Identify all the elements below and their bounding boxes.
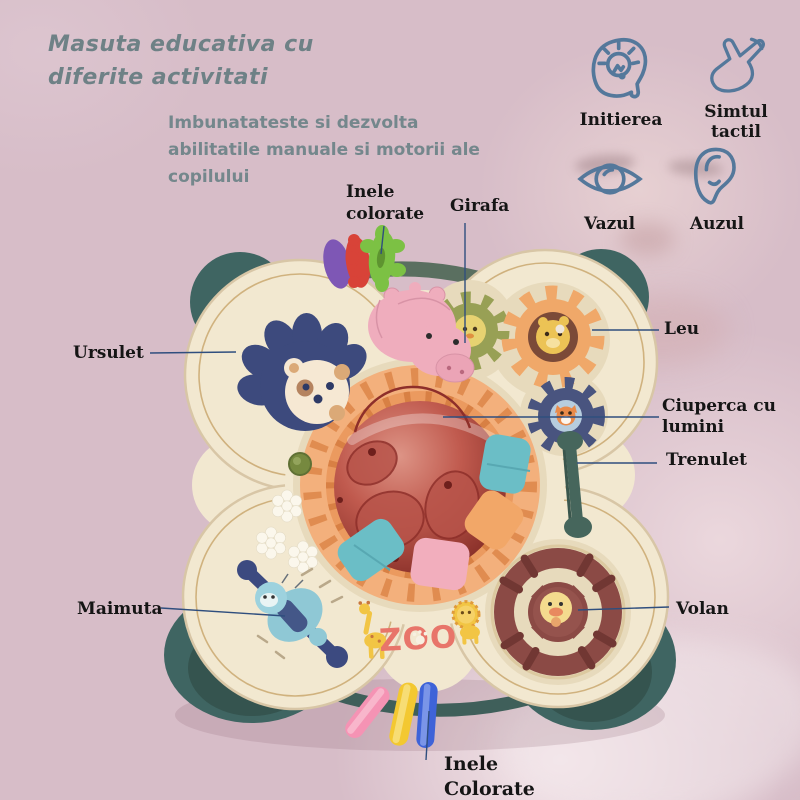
- title-line-1: Masuta educativa cu: [48, 32, 314, 57]
- callout-trenulet: Trenulet: [666, 450, 748, 470]
- background-baby-nose-shadow: [620, 222, 675, 256]
- callout-maimuta: Maimuta: [77, 599, 163, 619]
- page-subtitle: Imbunatateste si dezvolta abilitatile ma…: [168, 110, 480, 191]
- bear-paw-button: [237, 313, 367, 431]
- benefit-label: Simtul: [704, 102, 768, 122]
- callout-leader-lines: [149, 223, 670, 761]
- bottom-colored-rings: [345, 682, 438, 748]
- leader-ursulet: [149, 351, 237, 354]
- eye-icon: [576, 163, 643, 195]
- top-colored-rings: [323, 225, 406, 292]
- benefit-initierea: Initierea: [556, 30, 686, 130]
- callout-inele-colorate-bottom: Inele Colorate: [444, 753, 535, 800]
- callout-inele-colorate-top: Inele colorate: [346, 182, 425, 224]
- benefit-vazul: Vazul: [552, 148, 667, 234]
- leader-inele-bottom: [425, 710, 430, 761]
- leader-maimuta: [160, 607, 286, 617]
- benefit-label: Initierea: [579, 110, 663, 130]
- benefit-simtul-tactil: Simtul tactil: [682, 28, 790, 142]
- flower-buttons: [256, 489, 318, 574]
- gear-lion: [501, 285, 605, 389]
- train-cars: [337, 434, 531, 591]
- lion-decal: [451, 600, 481, 645]
- subtitle-line-3: copilului: [168, 167, 250, 187]
- benefit-label-2: tactil: [711, 122, 761, 142]
- zoo-paw-print: [412, 630, 428, 645]
- side-handle: [557, 431, 592, 538]
- wheel-grips: [499, 553, 617, 671]
- leader-inele-top: [380, 225, 385, 255]
- giraffe-decal: [358, 600, 387, 660]
- hand-tap-icon: [710, 37, 765, 93]
- callout-leu: Leu: [664, 319, 700, 339]
- callout-volan: Volan: [676, 599, 729, 619]
- callout-ursulet: Ursulet: [73, 343, 144, 363]
- steering-wheel: [490, 544, 626, 680]
- subtitle-line-1: Imbunatateste si dezvolta: [168, 113, 419, 133]
- leader-volan: [577, 606, 670, 611]
- benefit-auzul: Auzul: [666, 142, 768, 234]
- callout-ciuperca-cu-lumini: Ciuperca cu lumini: [662, 396, 777, 437]
- green-button: [288, 452, 312, 476]
- title-line-2: diferite activitati: [48, 65, 269, 90]
- callout-girafa: Girafa: [450, 196, 510, 216]
- head-idea-icon: [591, 38, 648, 99]
- benefit-label: Vazul: [583, 214, 636, 234]
- ear-icon: [693, 147, 736, 205]
- subtitle-line-2: abilitatile manuale si motorii ale: [168, 140, 480, 160]
- page-title: Masuta educativa cu diferite activitati: [48, 28, 314, 94]
- benefit-label: Auzul: [689, 214, 745, 234]
- zoo-decal: ZOO: [358, 600, 481, 660]
- monkey-slider: [237, 560, 348, 668]
- pink-hippo: [368, 282, 475, 383]
